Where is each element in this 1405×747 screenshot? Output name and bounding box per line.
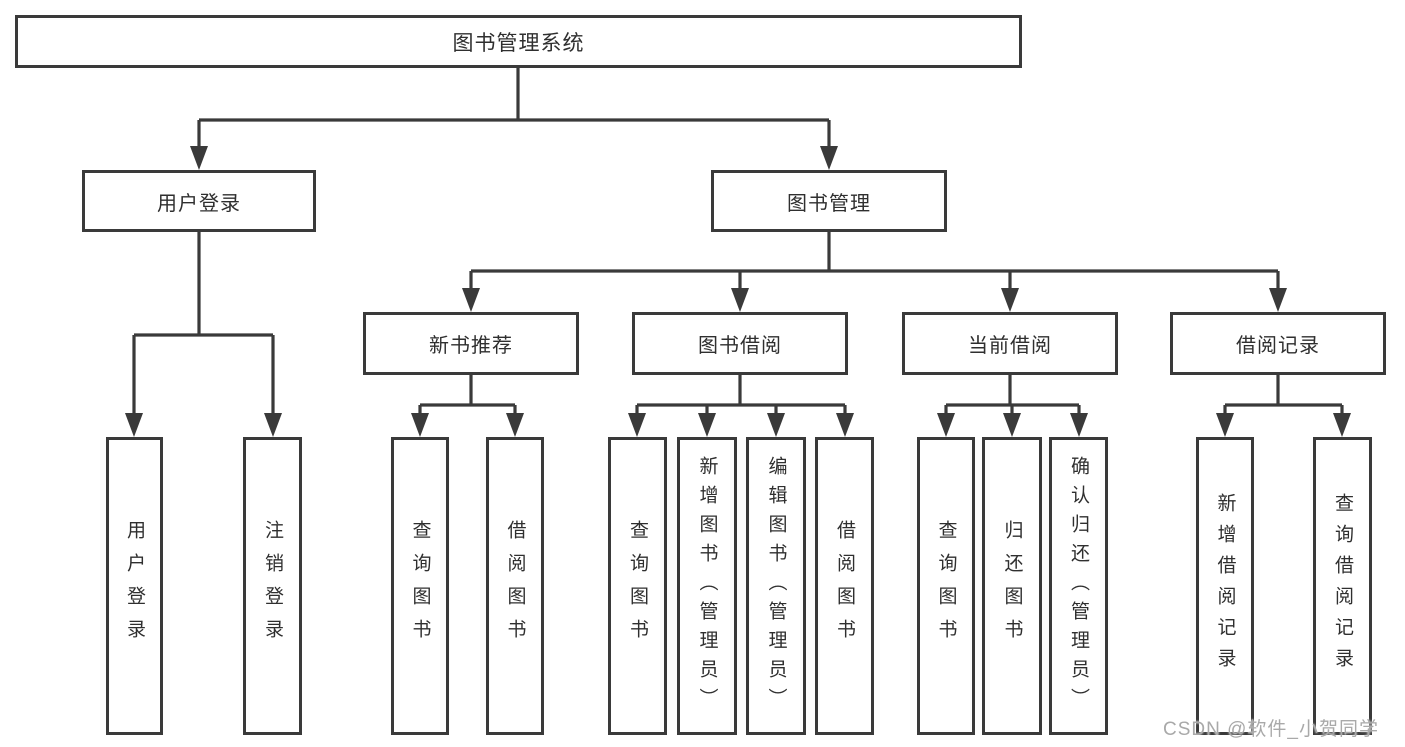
node-new-book-recommendation: 新书推荐 [363,312,579,375]
leaf-query-books-current: 查询图书 [917,437,975,735]
leaf-query-borrow-record: 查询借阅记录 [1313,437,1372,735]
node-borrowing-records: 借阅记录 [1170,312,1386,375]
node-current-borrowing: 当前借阅 [902,312,1118,375]
leaf-logout: 注销登录 [243,437,302,735]
node-library-system: 图书管理系统 [15,15,1022,68]
leaf-confirm-return-admin: 确认归还（管理员） [1049,437,1108,735]
node-book-borrowing: 图书借阅 [632,312,848,375]
csdn-watermark: CSDN @软件_小贺同学 [1163,719,1379,740]
leaf-return-books: 归还图书 [982,437,1042,735]
leaf-borrow-books-recommend: 借阅图书 [486,437,544,735]
leaf-add-borrow-record: 新增借阅记录 [1196,437,1254,735]
leaf-query-books-recommend: 查询图书 [391,437,449,735]
node-book-management-branch: 图书管理 [711,170,947,232]
leaf-edit-books-admin: 编辑图书（管理员） [746,437,806,735]
leaf-query-books-borrowing: 查询图书 [608,437,667,735]
node-user-login-branch: 用户登录 [82,170,316,232]
leaf-borrow-books-borrowing: 借阅图书 [815,437,874,735]
leaf-add-books-admin: 新增图书（管理员） [677,437,737,735]
leaf-user-login: 用户登录 [106,437,163,735]
